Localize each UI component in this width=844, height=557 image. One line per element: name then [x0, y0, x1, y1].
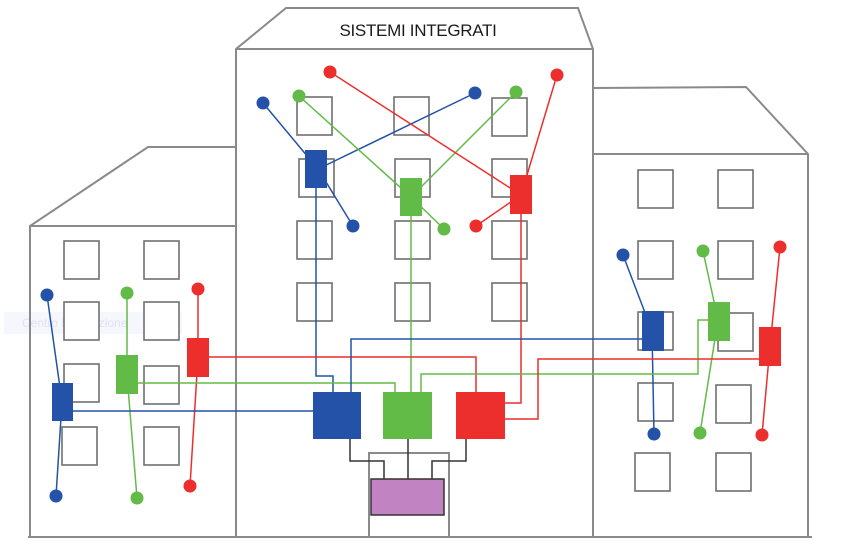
red-link-wire — [208, 356, 477, 392]
red-link-wire — [505, 358, 760, 420]
green-link-wire — [420, 319, 709, 392]
green-sensor-wire — [410, 91, 517, 198]
integration-hub — [370, 478, 445, 516]
green-local-controller — [116, 355, 138, 394]
window — [296, 282, 333, 322]
window — [394, 220, 431, 260]
window — [637, 382, 674, 422]
red-sensor-dot — [773, 240, 787, 254]
hub-wire — [431, 438, 467, 480]
hub-wire — [349, 438, 385, 480]
window — [143, 426, 180, 466]
window — [143, 240, 180, 280]
blue-sensor-dot — [49, 489, 63, 503]
red-main-controller — [456, 392, 505, 439]
green-sensor-wire — [126, 293, 138, 499]
window — [717, 240, 754, 280]
entrance-door — [368, 452, 450, 537]
blue-sensor-dot — [647, 427, 661, 441]
window — [296, 96, 333, 136]
blue-main-controller — [313, 392, 361, 439]
green-sensor-dot — [693, 426, 707, 440]
window — [394, 282, 431, 322]
left-building-outline — [29, 146, 236, 537]
blue-sensor-dot — [256, 96, 270, 110]
green-main-controller — [383, 392, 432, 439]
right-building-outline — [592, 85, 809, 537]
blue-sensor-dot — [40, 288, 54, 302]
window — [143, 301, 180, 341]
window — [634, 452, 671, 492]
center-building-outline — [235, 7, 594, 537]
green-sensor-dot — [509, 85, 523, 99]
green-sensor-dot — [120, 286, 134, 300]
green-local-controller — [400, 178, 422, 216]
window — [143, 365, 180, 405]
green-link-wire — [138, 382, 396, 392]
red-sensor-dot — [550, 68, 564, 82]
blue-sensor-dot — [616, 248, 630, 262]
window — [61, 426, 98, 466]
window — [637, 169, 674, 209]
red-sensor-dot — [755, 428, 769, 442]
red-sensor-dot — [183, 479, 197, 493]
green-sensor-dot — [130, 491, 144, 505]
window — [637, 240, 674, 280]
green-sensor-dot — [437, 222, 451, 236]
blue-sensor-wire — [317, 92, 476, 170]
red-sensor-dot — [323, 65, 337, 79]
blue-trunk-wire — [315, 180, 334, 392]
blue-local-controller — [52, 383, 73, 421]
blue-sensor-dot — [468, 86, 482, 100]
green-local-controller — [708, 302, 730, 341]
blue-local-controller — [642, 311, 664, 351]
blue-local-controller — [305, 150, 327, 188]
red-trunk-wire — [505, 205, 522, 404]
window — [491, 97, 528, 137]
red-sensor-wire — [329, 71, 522, 196]
window — [63, 240, 100, 280]
window — [63, 301, 100, 341]
window — [717, 169, 754, 209]
red-local-controller — [759, 327, 781, 366]
red-sensor-wire — [189, 289, 199, 487]
green-sensor-dot — [292, 89, 306, 103]
window — [296, 220, 333, 260]
window — [715, 384, 752, 424]
diagram-title: SISTEMI INTEGRATI — [339, 21, 496, 40]
blue-sensor-dot — [346, 219, 360, 233]
window — [715, 452, 752, 492]
red-sensor-dot — [191, 282, 205, 296]
red-local-controller — [510, 175, 532, 214]
red-sensor-dot — [469, 219, 483, 233]
blue-link-wire — [350, 338, 643, 392]
green-sensor-dot — [696, 244, 710, 258]
red-local-controller — [187, 338, 209, 377]
